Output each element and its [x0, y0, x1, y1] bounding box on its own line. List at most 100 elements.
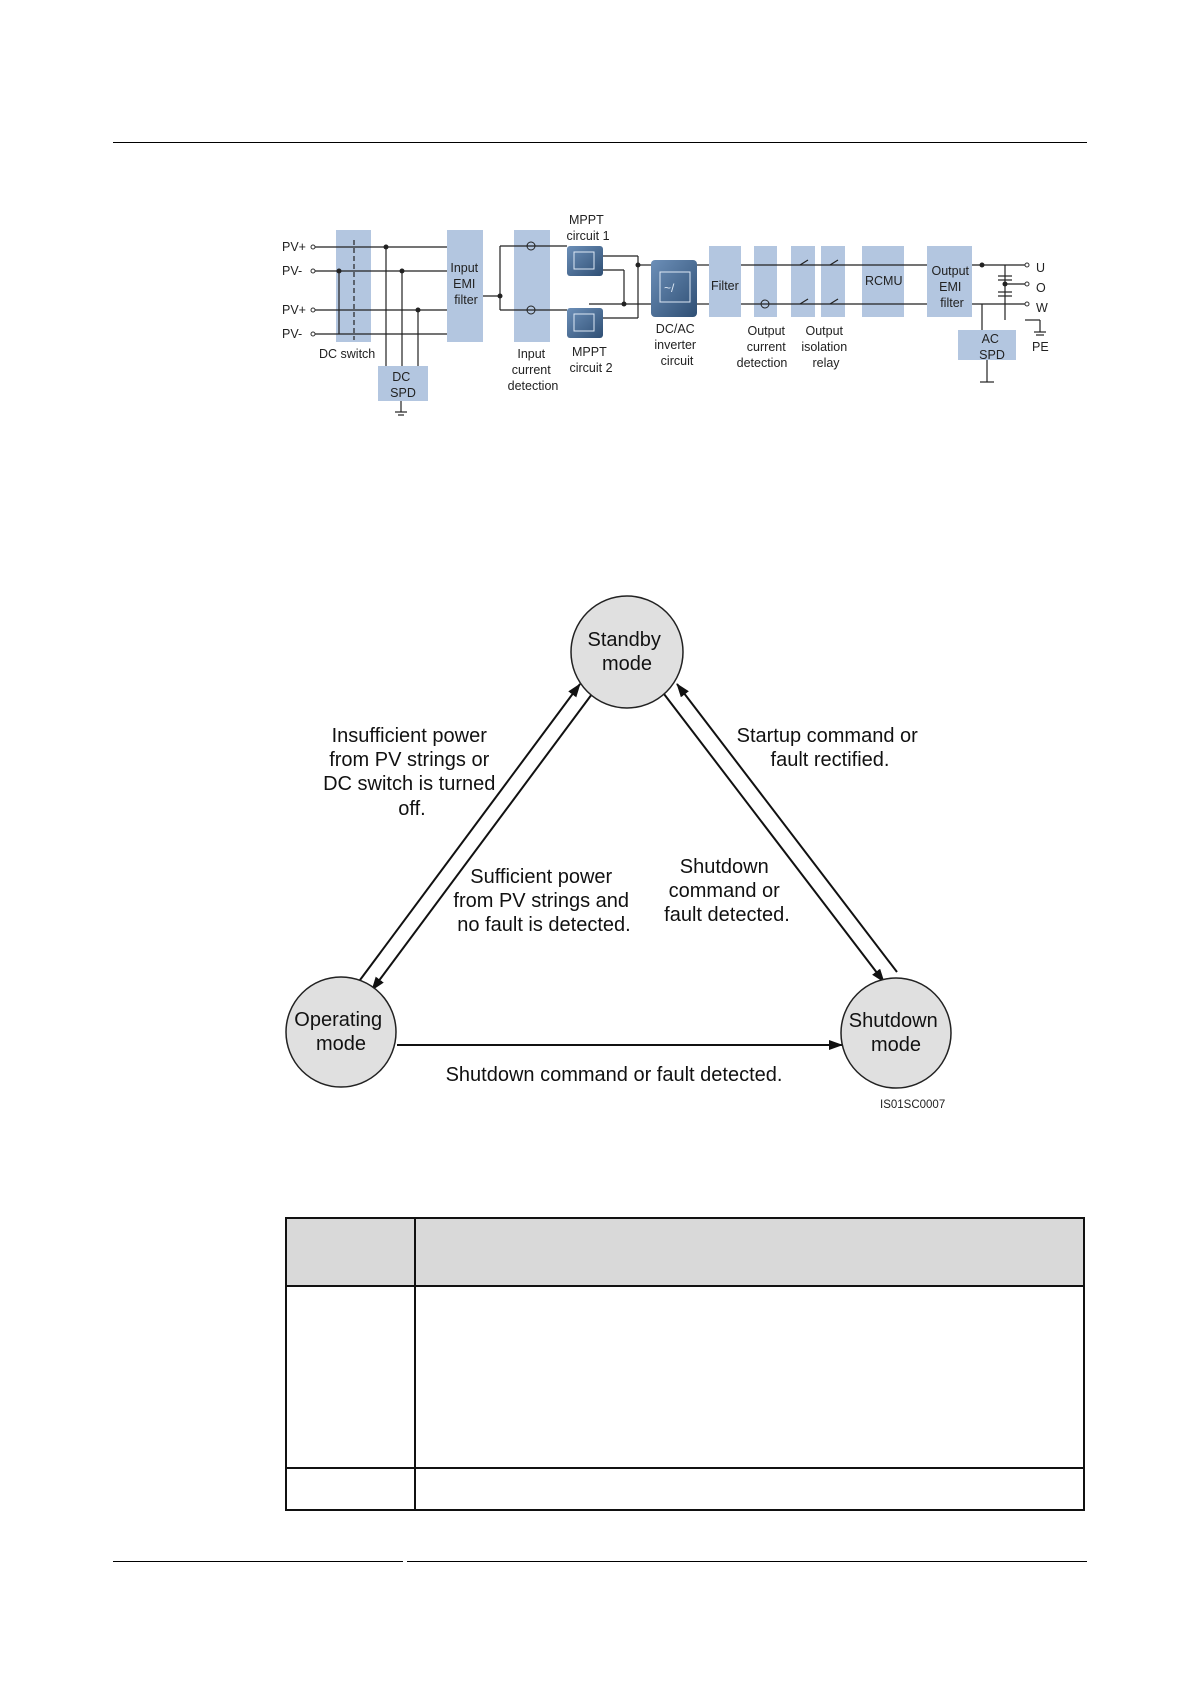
table-header-row — [285, 1216, 1085, 1288]
mppt1-label-2: circuit 1 — [566, 229, 609, 243]
input-current-label-2: current — [512, 363, 551, 377]
output-relay-label-2: isolation — [801, 340, 847, 354]
input-emi-block — [447, 230, 483, 342]
terminal-pv-plus-2: PV+ — [282, 303, 306, 317]
svg-text:Input EMI filter: Input EMI filter — [450, 261, 481, 307]
table-cell — [414, 1466, 1085, 1512]
terminal-o: O — [1036, 281, 1046, 295]
bottom-transition-label: Shutdown command or fault detected. — [446, 1064, 783, 1086]
left-outer-label-4: off. — [398, 798, 425, 820]
svg-text:Standby mode: Standby mode — [588, 629, 667, 675]
svg-text:Output isolation r: Output isolation relay — [801, 324, 850, 370]
standby-label-2: mode — [602, 653, 652, 675]
filter-label: Filter — [711, 279, 739, 293]
right-inner-label-1: Shutdown — [680, 856, 769, 878]
svg-text:Input current dete: Input current detection — [508, 347, 559, 393]
terminal-pv-minus-1: PV- — [282, 264, 302, 278]
inverter-label-1: DC/AC — [656, 322, 695, 336]
table-header-cell — [285, 1216, 416, 1288]
operating-label-2: mode — [316, 1033, 366, 1055]
input-emi-label-2: EMI — [453, 277, 475, 291]
shutdown-mode-node — [840, 977, 952, 1089]
ac-spd-label-1: AC — [982, 332, 999, 346]
rcmu-block — [862, 246, 904, 317]
output-current-label-2: current — [747, 340, 786, 354]
footer-rule-right — [407, 1561, 1087, 1562]
inverter-module — [651, 260, 697, 317]
arrow-standby-to-shutdown — [663, 693, 885, 983]
svg-text:DC SPD: DC SPD — [390, 370, 416, 400]
dc-spd-label-1: DC — [392, 370, 410, 384]
operating-mode-node — [285, 976, 397, 1088]
mppt2-label-1: MPPT — [572, 345, 607, 359]
svg-text:Shutdown mode: Shutdown mode — [849, 1010, 944, 1056]
right-inner-label-2: command or — [669, 880, 780, 902]
inverter-block-diagram: PV+ PV- PV+ PV- — [282, 213, 1049, 416]
inverter-label-2: inverter — [654, 338, 696, 352]
left-inner-label-1: Sufficient power — [470, 866, 612, 888]
table-cell — [414, 1285, 1085, 1469]
svg-text:Operating mode: Operating mode — [294, 1009, 387, 1055]
rcmu-label: RCMU — [865, 274, 903, 288]
shutdown-label-2: mode — [871, 1034, 921, 1056]
svg-text:Output current det: Output current detection — [737, 324, 790, 370]
relay-block-1 — [791, 246, 815, 317]
relay-block-2 — [821, 246, 845, 317]
table-row — [285, 1285, 1085, 1469]
mppt1-label-1: MPPT — [569, 213, 604, 227]
dc-spd-label-2: SPD — [390, 386, 416, 400]
table-header-cell — [414, 1216, 1085, 1288]
svg-text:Startup command or fault: Startup command or fault rectified. — [737, 725, 924, 771]
input-current-label-1: Input — [517, 347, 545, 361]
output-current-label-3: detection — [737, 356, 788, 370]
mppt1-module — [567, 246, 603, 276]
terminal-pv-plus-1: PV+ — [282, 240, 306, 254]
output-relay-label-1: Output — [805, 324, 843, 338]
svg-text:Output EMI filter: Output EMI filter — [931, 264, 972, 310]
terminal-u: U — [1036, 261, 1045, 275]
output-emi-label-1: Output — [931, 264, 969, 278]
mppt2-module — [567, 308, 603, 338]
output-current-block — [754, 246, 777, 317]
svg-text:Sufficient power from PV: Sufficient power from PV strings and no … — [453, 866, 634, 936]
right-outer-label-1: Startup command or — [737, 725, 919, 747]
output-current-label-1: Output — [747, 324, 785, 338]
table-row — [285, 1466, 1085, 1512]
mode-description-table — [285, 1216, 1085, 1512]
left-outer-label-3: DC switch is turned — [323, 773, 495, 795]
input-current-block — [514, 230, 550, 342]
footer-rule-left — [113, 1561, 403, 1562]
inverter-label-3: circuit — [661, 354, 694, 368]
input-emi-label-1: Input — [450, 261, 478, 275]
figure-id: IS01SC0007 — [880, 1099, 945, 1111]
arrow-shutdown-to-standby — [676, 683, 898, 973]
input-current-label-3: detection — [508, 379, 559, 393]
operating-label-1: Operating — [294, 1009, 382, 1031]
left-inner-label-2: from PV strings and — [453, 890, 629, 912]
standby-mode-node — [570, 595, 684, 709]
dc-switch-label: DC switch — [319, 347, 375, 361]
svg-text:Shutdown command or: Shutdown command or fault detected. — [664, 856, 790, 926]
ac-spd-block — [958, 330, 1016, 360]
ac-spd-label-2: SPD — [979, 348, 1005, 362]
svg-text:AC SPD: AC SPD — [979, 332, 1005, 362]
input-emi-label-3: filter — [454, 293, 478, 307]
output-emi-label-2: EMI — [939, 280, 961, 294]
table-cell — [285, 1466, 416, 1512]
standby-label-1: Standby — [588, 629, 661, 651]
arrow-standby-to-operating — [371, 693, 593, 991]
svg-text:MPPT circuit 1: MPPT circuit 1 — [566, 213, 609, 243]
left-outer-label-1: Insufficient power — [332, 725, 488, 747]
filter-block — [709, 246, 741, 317]
left-outer-label-2: from PV strings or — [329, 749, 489, 771]
terminal-pv-minus-2: PV- — [282, 327, 302, 341]
left-inner-label-3: no fault is detected. — [457, 914, 630, 936]
shutdown-label-1: Shutdown — [849, 1010, 938, 1032]
dc-spd-block — [378, 366, 428, 401]
right-outer-label-2: fault rectified. — [771, 749, 890, 771]
header-rule — [113, 142, 1087, 143]
table-cell — [285, 1285, 416, 1469]
svg-text:Insufficient power from: Insufficient power from PV strings or DC… — [323, 725, 501, 820]
mppt2-label-2: circuit 2 — [569, 361, 612, 375]
svg-text:DC/AC inverter cir: DC/AC inverter circuit — [654, 322, 699, 368]
